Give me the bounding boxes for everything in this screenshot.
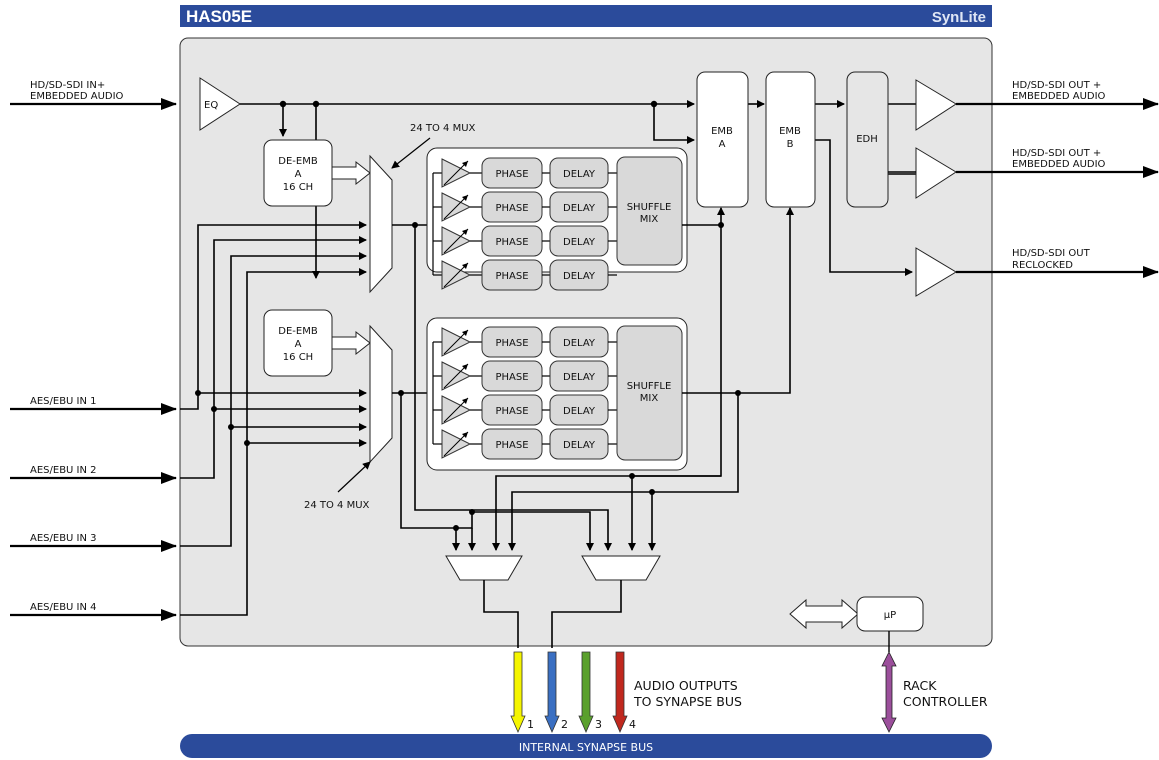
phase-label: PHASE	[495, 237, 528, 248]
phase-label: PHASE	[495, 406, 528, 417]
shuffle-mix-top	[616, 156, 683, 266]
rack-label-2: CONTROLLER	[903, 694, 988, 709]
output-amp-2	[915, 147, 957, 199]
out1-label-2: EMBEDDED AUDIO	[1012, 91, 1106, 102]
header-bar	[180, 5, 992, 27]
out2-label-2: EMBEDDED AUDIO	[1012, 159, 1106, 170]
output-amp-1	[915, 79, 957, 131]
deemb-top-l1: DE-EMB	[278, 156, 318, 167]
emb-a-l1: EMB	[711, 126, 733, 137]
emb-a-block	[696, 71, 749, 208]
phase-label: PHASE	[495, 440, 528, 451]
ch2-label: 2	[561, 718, 568, 731]
series-title: SynLite	[932, 9, 986, 26]
emb-b-block	[765, 71, 816, 208]
delay-label: DELAY	[563, 271, 596, 282]
out3-label-1: HD/SD-SDI OUT	[1012, 248, 1091, 259]
eq-label: EQ	[204, 100, 218, 111]
phase-label: PHASE	[495, 338, 528, 349]
audio-output-arrow-ch4	[612, 651, 628, 733]
shuffle-bot-l2: MIX	[640, 393, 659, 404]
deemb-top-l3: 16 CH	[283, 182, 313, 193]
audio-output-arrow-ch3	[578, 651, 594, 733]
deemb-bot-l1: DE-EMB	[278, 326, 318, 337]
output-mixer-right	[581, 555, 661, 581]
delay-label: DELAY	[563, 338, 596, 349]
emb-b-l2: B	[787, 139, 794, 150]
gain-arrowhead	[462, 263, 468, 269]
aes-in3-label: AES/EBU IN 3	[30, 533, 97, 544]
audio-outputs-label-1: AUDIO OUTPUTS	[634, 678, 738, 693]
audio-outputs-label-2: TO SYNAPSE BUS	[633, 694, 742, 709]
gain-arrowhead	[462, 161, 468, 167]
gain-arrowhead	[462, 195, 468, 201]
deemb-bot-l2: A	[295, 339, 302, 350]
output-amp-3	[915, 247, 957, 297]
phase-label: PHASE	[495, 203, 528, 214]
edh-label: EDH	[856, 134, 878, 145]
gain-arrowhead	[462, 330, 468, 336]
deemb-bot-l3: 16 CH	[283, 352, 313, 363]
eq-amplifier	[199, 77, 241, 131]
gain-arrowhead	[462, 364, 468, 370]
internal-synapse-bus	[180, 734, 992, 758]
out3-label-2: RECLOCKED	[1012, 260, 1073, 271]
bus-label: INTERNAL SYNAPSE BUS	[519, 741, 653, 754]
rack-label-1: RACK	[903, 678, 937, 693]
gain-arrowhead	[462, 398, 468, 404]
audio-output-arrow-ch2	[544, 651, 560, 733]
edh-block	[846, 71, 889, 208]
gain-arrowhead	[462, 229, 468, 235]
aes-in1-label: AES/EBU IN 1	[30, 396, 97, 407]
aes-in4-label: AES/EBU IN 4	[30, 602, 97, 613]
gain-arrowhead	[462, 432, 468, 438]
shuffle-top-l2: MIX	[640, 214, 659, 225]
rack-controller-arrow	[881, 651, 897, 733]
delay-label: DELAY	[563, 372, 596, 383]
phase-label: PHASE	[495, 271, 528, 282]
ch4-label: 4	[629, 718, 636, 731]
output-mixer-left	[445, 555, 523, 581]
mux-bottom-label: 24 TO 4 MUX	[304, 500, 370, 511]
delay-label: DELAY	[563, 406, 596, 417]
mux-bottom	[369, 324, 393, 464]
deemb-top-l2: A	[295, 169, 302, 180]
model-title: HAS05E	[186, 7, 252, 26]
aes-in2-label: AES/EBU IN 2	[30, 465, 97, 476]
emb-b-l1: EMB	[779, 126, 801, 137]
shuffle-bot-l1: SHUFFLE	[627, 381, 672, 392]
mux-top	[369, 154, 393, 294]
out1-label-1: HD/SD-SDI OUT +	[1012, 80, 1101, 91]
sdi-in-label-2: EMBEDDED AUDIO	[30, 91, 124, 102]
delay-label: DELAY	[563, 440, 596, 451]
bus-arrow-bottom	[331, 330, 371, 356]
delay-label: DELAY	[563, 203, 596, 214]
bus-arrow-top	[331, 160, 371, 186]
phase-label: PHASE	[495, 372, 528, 383]
emb-a-l2: A	[719, 139, 726, 150]
up-label: µP	[884, 610, 896, 621]
out2-label-1: HD/SD-SDI OUT +	[1012, 148, 1101, 159]
ch1-label: 1	[527, 718, 534, 731]
phase-label: PHASE	[495, 169, 528, 180]
sdi-in-label-1: HD/SD-SDI IN+	[30, 80, 105, 91]
shuffle-top-l1: SHUFFLE	[627, 202, 672, 213]
delay-label: DELAY	[563, 237, 596, 248]
ch3-label: 3	[595, 718, 602, 731]
mux-top-label: 24 TO 4 MUX	[410, 123, 476, 134]
delay-label: DELAY	[563, 169, 596, 180]
microprocessor-block	[856, 596, 924, 632]
audio-output-arrow-ch1	[510, 651, 526, 733]
